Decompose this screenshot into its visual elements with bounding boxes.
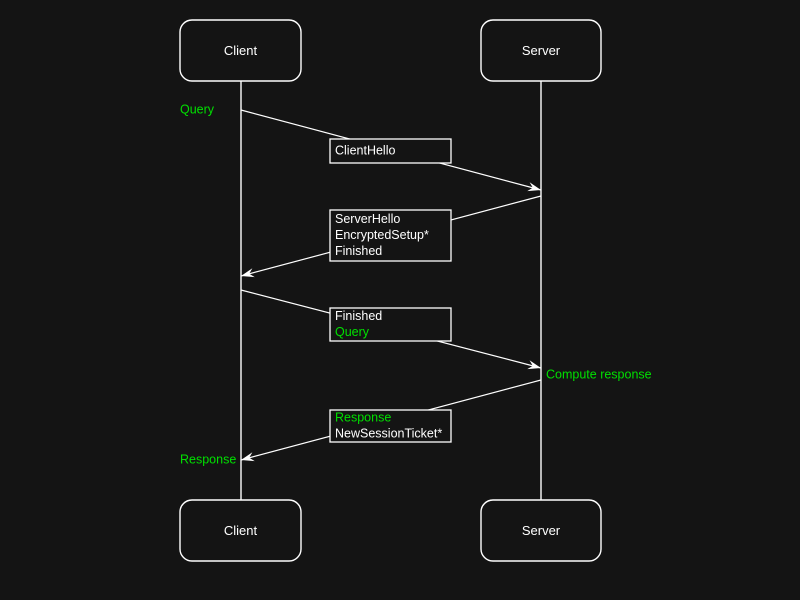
actor-box-client-bottom[interactable]: Client xyxy=(179,499,302,562)
actor-box-rect xyxy=(480,19,602,82)
message-line: Response xyxy=(335,410,391,424)
message-box-rect xyxy=(329,209,452,262)
actor-box-client-top[interactable]: Client xyxy=(179,19,302,82)
actor-box-rect xyxy=(480,499,602,562)
actor-box-label: Server xyxy=(522,523,561,538)
actor-box-server-top[interactable]: Server xyxy=(480,19,602,82)
message-line: ServerHello xyxy=(335,212,400,226)
actor-box-server-bottom[interactable]: Server xyxy=(480,499,602,562)
arrow-head xyxy=(241,452,255,462)
message-line: Finished xyxy=(335,309,382,323)
actor-box-label: Client xyxy=(224,43,258,58)
note-query: Query xyxy=(180,102,215,116)
arrow-head xyxy=(527,360,541,370)
message-box-msg-client-hello[interactable]: ClientHello xyxy=(329,138,452,164)
arrow-head xyxy=(241,268,255,278)
message-box-rect xyxy=(329,307,452,342)
message-line: EncryptedSetup* xyxy=(335,228,429,242)
message-line: ClientHello xyxy=(335,143,395,157)
note-response: Response xyxy=(180,452,236,466)
message-line: Query xyxy=(335,325,370,339)
message-line: NewSessionTicket* xyxy=(335,426,442,440)
actor-box-label: Client xyxy=(224,523,258,538)
message-box-rect xyxy=(329,138,452,164)
actor-box-label: Server xyxy=(522,43,561,58)
message-line: Finished xyxy=(335,244,382,258)
note-compute-response: Compute response xyxy=(546,367,652,381)
arrow-head xyxy=(527,182,541,192)
actor-box-rect xyxy=(179,19,302,82)
actor-box-rect xyxy=(179,499,302,562)
message-box-rect xyxy=(329,409,452,443)
